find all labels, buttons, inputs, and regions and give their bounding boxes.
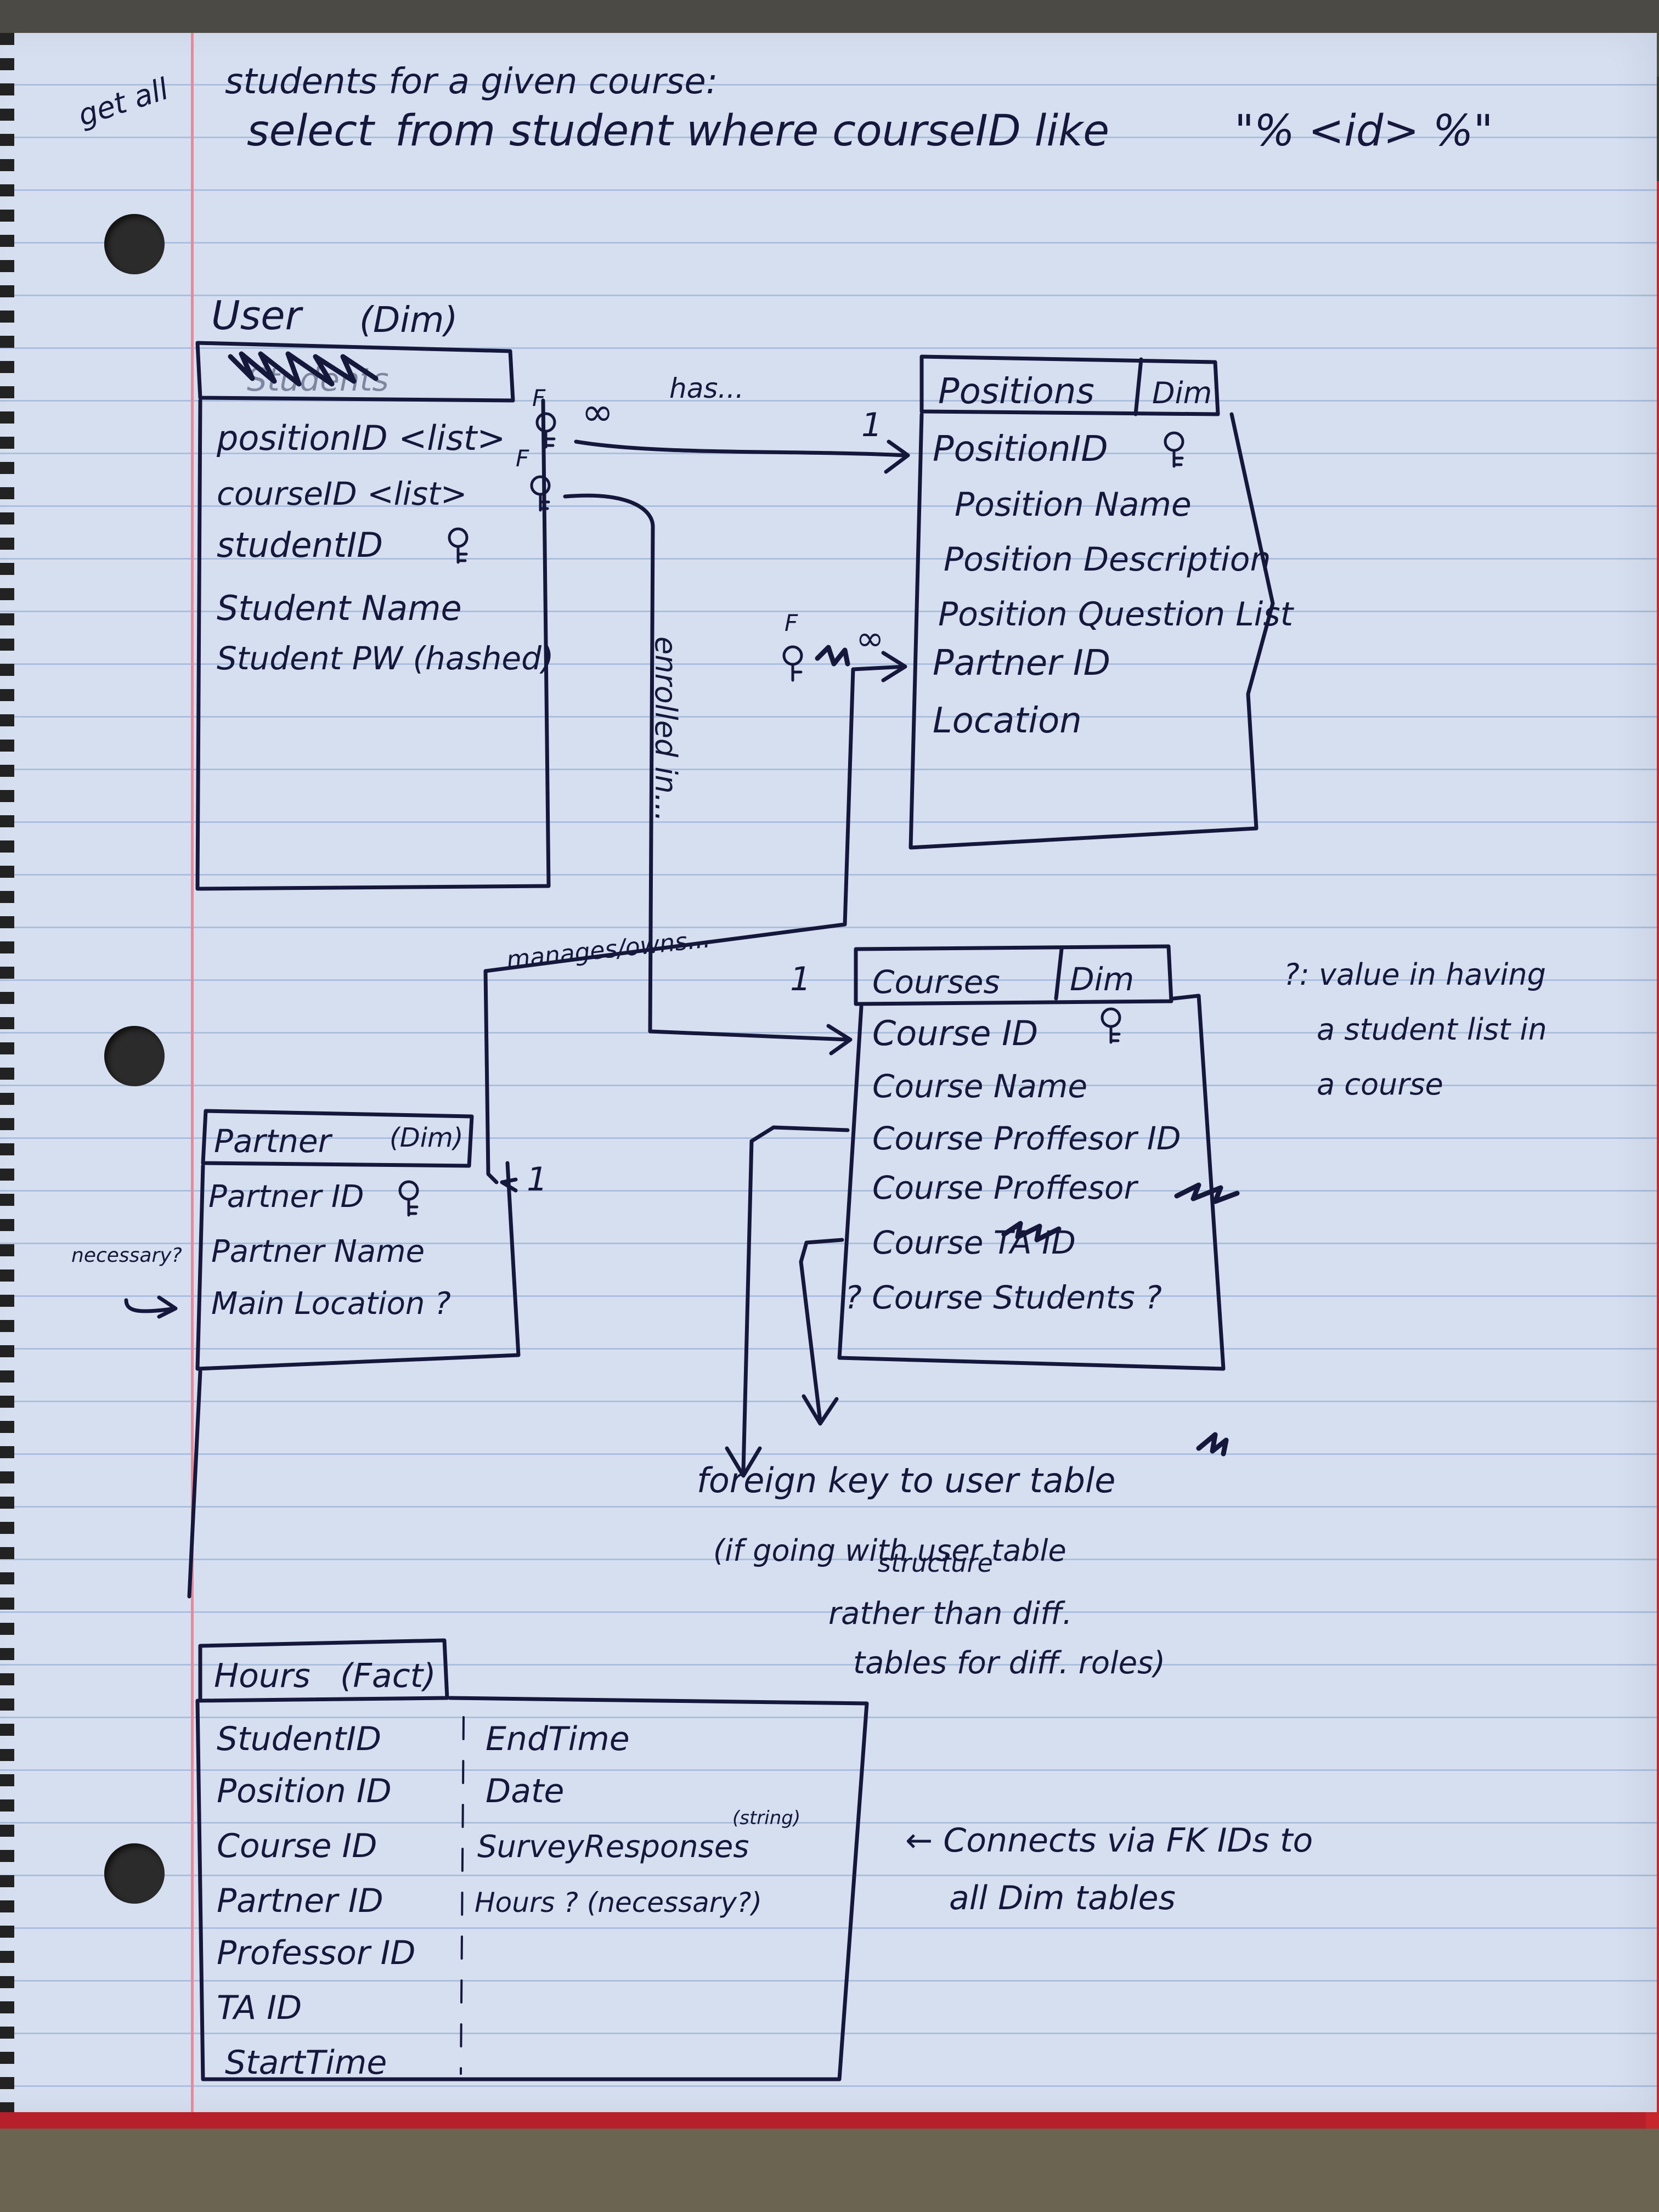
value-note-line: ?: value in having (1284, 957, 1546, 992)
partner-table-box (195, 1109, 521, 1371)
courses-field: Course ID (872, 1013, 1038, 1053)
query-where: from student where courseID like (395, 106, 1109, 156)
scribble (1001, 1221, 1062, 1243)
fk-note-line: foreign key to user table (697, 1460, 1115, 1500)
hours-field: Professor ID (217, 1934, 415, 1972)
user-type: (Dim) (359, 300, 458, 341)
fk-note-line: structure (878, 1548, 993, 1578)
relation-line-enrolled (563, 493, 853, 1056)
hours-table-box (195, 1638, 869, 2081)
partner-field: Main Location ? (211, 1286, 451, 1322)
fk-note-line: rather than diff. (828, 1596, 1072, 1632)
hours-field: TA ID (217, 1989, 302, 2027)
partner-type: (Dim) (390, 1122, 464, 1153)
fk-arrow-ta (799, 1238, 844, 1426)
relation-infinity-label: ∞ (856, 618, 884, 658)
positions-field: Position Description (944, 540, 1271, 579)
partner-side-note: necessary? (71, 1244, 182, 1267)
hours-field: Course ID (217, 1827, 377, 1865)
relation-line-manages (483, 651, 907, 1184)
courses-table-box (837, 944, 1226, 1371)
relation-line-partner-down (187, 1369, 202, 1599)
user-field: Student Name (217, 588, 462, 628)
margin-line (191, 33, 194, 2112)
courses-field: Course Name (872, 1068, 1087, 1105)
relation-enrolled-label: enrolled in... (648, 636, 683, 822)
partner-field: Partner ID (208, 1179, 364, 1215)
fk-arrow-professor (725, 1125, 850, 1478)
partner-title: Partner (214, 1122, 333, 1160)
notebook-page (0, 33, 1657, 2112)
hours-survey-type: (string) (732, 1807, 800, 1829)
user-field: courseID <list> (217, 475, 467, 512)
positions-field: Location (933, 701, 1082, 741)
spiral-binding (0, 33, 14, 2112)
partner-field: Partner Name (211, 1234, 425, 1269)
hours-field: Partner ID (217, 1882, 383, 1920)
user-struck-name: Students (247, 361, 389, 398)
value-note-line: a student list in (1317, 1012, 1547, 1047)
user-table-box (195, 341, 551, 891)
query-like-value: "% <id> %" (1234, 106, 1493, 156)
relation-one-label: 1 (861, 406, 882, 444)
user-title: User (211, 292, 304, 338)
positions-field: PositionID (933, 429, 1108, 470)
hours-field: Hours ? (necessary?) (475, 1887, 762, 1918)
query-select: select (247, 106, 375, 156)
hours-type: (Fact) (340, 1657, 436, 1695)
courses-field: Course Proffesor (872, 1169, 1138, 1206)
fk-label: F (516, 445, 529, 472)
connects-note-line: all Dim tables (949, 1879, 1176, 1917)
positions-title: Positions (938, 371, 1094, 412)
punch-hole (104, 1843, 165, 1904)
value-note-line: a course (1317, 1067, 1443, 1102)
header-line1-prefix: get all (74, 71, 173, 133)
courses-field: Course Proffesor ID (872, 1120, 1181, 1157)
courses-title: Courses (872, 963, 1000, 1001)
punch-hole (104, 214, 165, 274)
hours-field: SurveyResponses (477, 1829, 749, 1865)
positions-type: Dim (1152, 376, 1212, 410)
key-icon (398, 412, 1184, 1217)
relation-one-label: 1 (790, 960, 811, 998)
user-field: studentID (217, 525, 383, 565)
fk-label: F (532, 385, 546, 411)
hours-field: Position ID (217, 1772, 392, 1810)
hours-field: EndTime (486, 1720, 630, 1758)
scribble (1174, 1182, 1240, 1204)
positions-field: Position Name (955, 486, 1192, 524)
positions-field: Partner ID (933, 643, 1110, 684)
hours-field: StudentID (217, 1720, 381, 1758)
relation-one-label: 1 (527, 1160, 548, 1199)
hours-field: Date (486, 1772, 564, 1810)
fk-label: F (785, 610, 798, 636)
hours-field: StartTime (225, 2044, 387, 2082)
arrow-icon (500, 1177, 518, 1193)
relation-manages-label: manages/owns... (505, 925, 712, 974)
user-field: positionID <list> (216, 418, 505, 458)
courses-field: Course TA ID (872, 1224, 1076, 1261)
courses-type: Dim (1070, 961, 1134, 998)
header-line1-suffix: students for a given course: (225, 61, 718, 102)
scribble (1196, 1432, 1229, 1457)
user-field: Student PW (hashed) (217, 640, 554, 677)
relation-has-label: has... (669, 373, 744, 404)
strikethrough-scribble-icon (228, 351, 379, 387)
positions-field: Position Question List (938, 595, 1295, 634)
fk-note-line: tables for diff. roles) (853, 1645, 1165, 1681)
positions-table-box (909, 354, 1275, 850)
connects-note-line: ← Connects via FK IDs to (905, 1821, 1313, 1860)
relation-infinity-label: ∞ (582, 390, 613, 435)
relation-line-has (574, 439, 910, 474)
necessary-arrow (124, 1295, 178, 1319)
courses-field: ? Course Students ? (845, 1279, 1162, 1316)
hours-title: Hours (214, 1657, 311, 1695)
punch-hole (104, 1026, 165, 1086)
background-bottom (0, 2129, 1659, 2212)
fk-note-line: (if going with user table (713, 1533, 1066, 1568)
scribble (815, 645, 850, 667)
